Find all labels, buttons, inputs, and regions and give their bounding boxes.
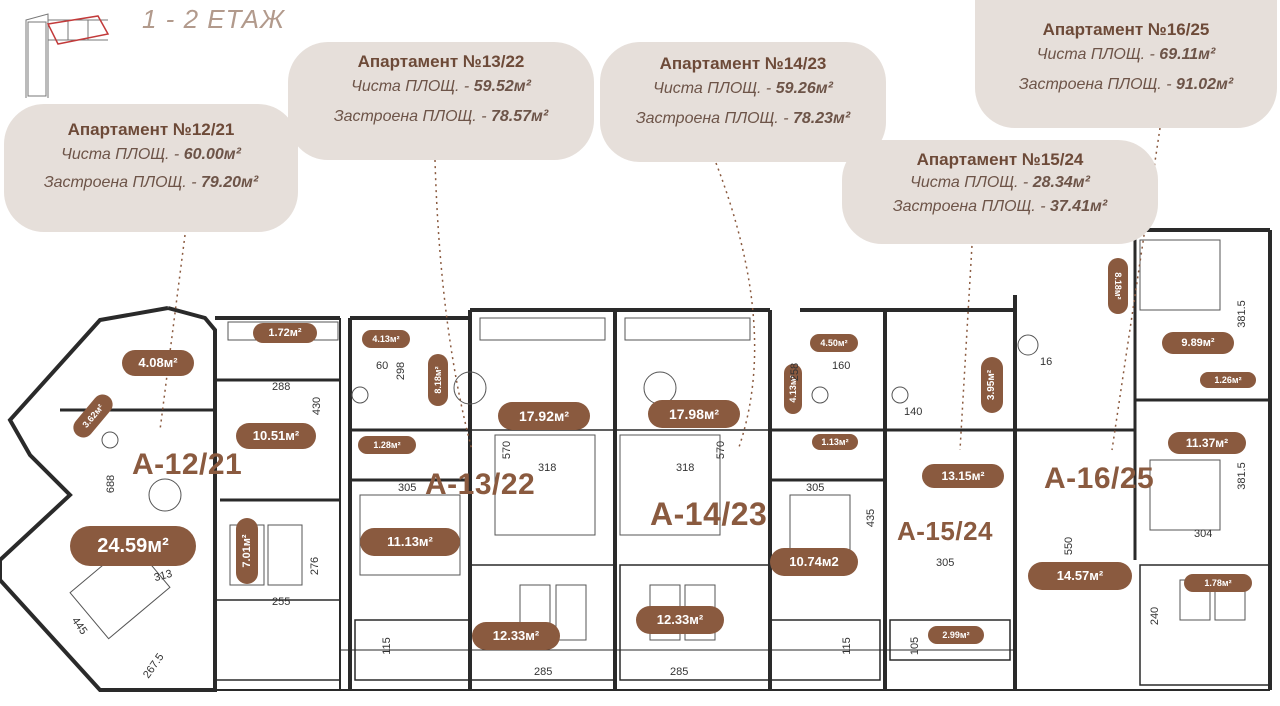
card-gross-area: Застроена ПЛОЩ. - 79.20м² [43, 174, 259, 191]
dimension-label: 318 [538, 462, 557, 474]
unit-label-a-14-23: A-14/23 [650, 496, 768, 532]
apartment-card-14-23: Апартамент №14/23 Чиста ПЛОЩ. - 59.26м² … [600, 42, 886, 162]
card-gross-area: Застроена ПЛОЩ. - 78.23м² [635, 110, 851, 127]
unit-label-a-15-24: A-15/24 [897, 516, 993, 546]
card-heading: Апартамент №16/25 [1042, 20, 1210, 39]
card-net-area: Чиста ПЛОЩ. - 59.52м² [351, 78, 531, 95]
dimension-label: 381.5 [1235, 462, 1248, 490]
floor-title: 1 - 2 ЕТАЖ [142, 4, 285, 34]
area-pill: 1.28м² [358, 436, 416, 454]
dimension-label: 298 [395, 361, 408, 381]
card-gross-area: Застроена ПЛОЩ. - 78.57м² [333, 108, 549, 125]
unit-label-a-13-22: A-13/22 [425, 468, 536, 501]
area-pill: 1.13м² [812, 434, 858, 450]
dimension-label: 304 [1194, 528, 1213, 540]
card-net-area: Чиста ПЛОЩ. - 59.26м² [653, 80, 833, 97]
area-pill: 12.33м² [636, 606, 724, 634]
apartment-card-16-25: Апартамент №16/25 Чиста ПЛОЩ. - 69.11м² … [975, 0, 1277, 128]
dimension-label: 105 [909, 636, 922, 656]
area-pill: 3.95м² [981, 357, 1003, 413]
apartment-card-15-24: Апартамент №15/24 Чиста ПЛОЩ. - 28.34м² … [842, 140, 1158, 244]
dimension-label: 435 [865, 508, 878, 528]
dimension-label: 381.5 [1235, 300, 1248, 328]
dimension-label: 305 [806, 482, 825, 494]
area-pill: 13.15м² [922, 464, 1004, 488]
area-pill: 1.26м² [1200, 372, 1256, 388]
area-pill: 7.01м² [236, 518, 258, 584]
apartment-card-12-21: Апартамент №12/21 Чиста ПЛОЩ. - 60.00м² … [4, 104, 298, 232]
area-pill: 2.99м² [928, 626, 984, 644]
card-net-area: Чиста ПЛОЩ. - 69.11м² [1036, 46, 1216, 63]
unit-label-a-12-21: A-12/21 [132, 448, 243, 481]
dimension-label: 240 [1149, 606, 1162, 626]
dimension-label: 318 [676, 462, 695, 474]
area-pill: 4.50м² [810, 334, 858, 352]
key-plan-thumbnail [25, 13, 110, 98]
area-pill: 4.13м² [362, 330, 410, 348]
card-heading: Апартамент №14/23 [659, 54, 827, 73]
card-net-area: Чиста ПЛОЩ. - 28.34м² [910, 174, 1090, 191]
dimension-label: 550 [1063, 536, 1076, 556]
area-pill: 8.18м² [428, 354, 448, 406]
card-heading: Апартамент №13/22 [357, 52, 525, 71]
area-pill: 4.08м² [122, 350, 194, 376]
card-net-area: Чиста ПЛОЩ. - 60.00м² [61, 146, 241, 163]
dimension-label: 115 [380, 637, 393, 655]
dimension-label: 258 [789, 362, 802, 382]
area-pill: 10.51м² [236, 423, 316, 449]
area-pill: 17.98м² [648, 400, 740, 428]
dimension-label: 285 [670, 666, 689, 678]
dimension-label: 285 [534, 666, 553, 678]
card-heading: Апартамент №12/21 [67, 120, 235, 139]
dimension-label: 276 [309, 556, 322, 576]
card-heading: Апартамент №15/24 [916, 150, 1084, 169]
card-gross-area: Застроена ПЛОЩ. - 37.41м² [892, 198, 1108, 215]
area-pill: 8.18м² [1108, 258, 1128, 314]
area-pill: 12.33м² [472, 622, 560, 650]
dimension-label: 430 [311, 396, 324, 416]
area-pill: 14.57м² [1028, 562, 1132, 590]
dimension-label: 305 [398, 482, 417, 494]
dimension-label: 115 [840, 637, 853, 655]
dimension-label: 570 [501, 440, 514, 460]
unit-label-a-16-25: A-16/25 [1044, 462, 1155, 495]
dimension-label: 60 [376, 360, 389, 372]
dimension-label: 688 [105, 474, 118, 494]
dimension-label: 255 [272, 596, 291, 608]
area-pill: 9.89м² [1162, 332, 1234, 354]
area-pill: 1.72м² [253, 323, 317, 343]
dimension-label: 140 [904, 406, 923, 418]
area-pill: 10.74м2 [770, 548, 858, 576]
dimension-label: 16 [1040, 356, 1053, 368]
dimension-label: 305 [936, 557, 955, 569]
area-pill: 24.59м² [70, 526, 196, 566]
dimension-label: 160 [832, 360, 851, 372]
dimension-label: 288 [272, 381, 291, 393]
card-gross-area: Застроена ПЛОЩ. - 91.02м² [1018, 76, 1234, 93]
dimension-label: 570 [715, 440, 728, 460]
area-pill: 11.13м² [360, 528, 460, 556]
area-pill: 1.78м² [1184, 574, 1252, 592]
area-pill: 17.92м² [498, 402, 590, 430]
area-pill: 11.37м² [1168, 432, 1246, 454]
apartment-card-13-22: Апартамент №13/22 Чиста ПЛОЩ. - 59.52м² … [288, 42, 594, 160]
